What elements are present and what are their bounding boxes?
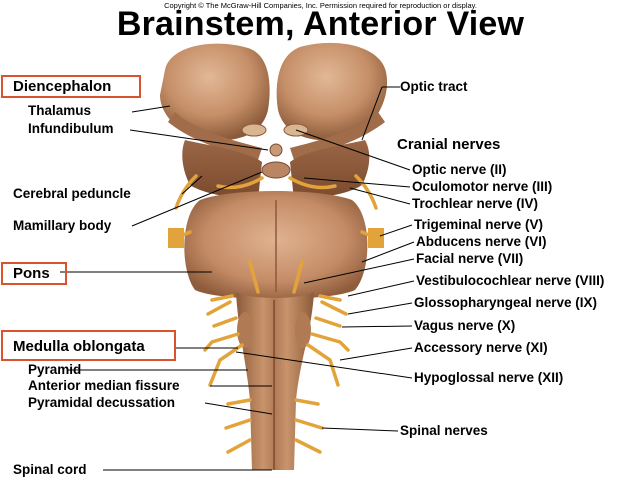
optic-nerve-label: Optic nerve (II) [412,162,507,177]
optic-nerve-left [241,123,267,137]
pyramid-label: Pyramid [28,362,82,377]
optic-tract-label: Optic tract [400,79,468,94]
thalamus-left-lobe [160,43,270,141]
oculomotor-nerve-label: Oculomotor nerve (III) [412,179,553,194]
diagram-title: Brainstem, Anterior View [116,5,525,43]
vestibulocochlear-nerve-label: Vestibulocochlear nerve (VIII) [416,273,605,288]
pons-label: Pons [13,265,50,282]
spinal-cord-label: Spinal cord [13,462,87,477]
optic-tract-right [290,112,385,160]
mamillary-body-label: Mamillary body [13,218,112,233]
pyramidal-decussation-label: Pyramidal decussation [28,395,176,410]
optic-tract-left [168,112,262,160]
medulla-label: Medulla oblongata [13,338,145,355]
anterior-median-fissure-label: Anterior median fissure [28,378,180,393]
trigeminal-root-right [368,228,384,248]
abducens-nerve-label: Abducens nerve (VI) [416,234,547,249]
mamillary-body-shape [261,161,291,179]
cerebral-peduncle-label: Cerebral peduncle [13,186,131,201]
diencephalon-label: Diencephalon [13,78,112,95]
infundibulum-shape [269,143,283,157]
thalamus-right-lobe [276,42,388,141]
trigeminal-root-left [168,228,184,248]
thalamus-label: Thalamus [28,103,92,118]
copyright-notice: Copyright © The McGraw-Hill Companies, I… [164,1,477,10]
cranial-nerve-roots [170,174,382,454]
vagus-nerve-label: Vagus nerve (X) [414,318,516,333]
cranial-nerves-heading: Cranial nerves [397,136,501,153]
olive-right [295,312,311,348]
infundibulum-label: Infundibulum [28,121,114,136]
medulla-spinal-cord [236,292,314,470]
diencephalon-box: Diencephalon [1,75,141,98]
hypoglossal-nerve-label: Hypoglossal nerve (XII) [414,370,564,385]
trochlear-nerve-label: Trochlear nerve (IV) [412,196,539,211]
spinal-nerves-label: Spinal nerves [400,423,488,438]
trigeminal-nerve-label: Trigeminal nerve (V) [414,217,544,232]
leader-lines [60,86,415,471]
medulla-box: Medulla oblongata [1,330,176,361]
olive-left [237,312,253,348]
glossopharyngeal-nerve-label: Glossopharyngeal nerve (IX) [414,295,598,310]
facial-nerve-label: Facial nerve (VII) [416,251,524,266]
accessory-nerve-label: Accessory nerve (XI) [414,340,548,355]
pons-box: Pons [1,262,67,285]
